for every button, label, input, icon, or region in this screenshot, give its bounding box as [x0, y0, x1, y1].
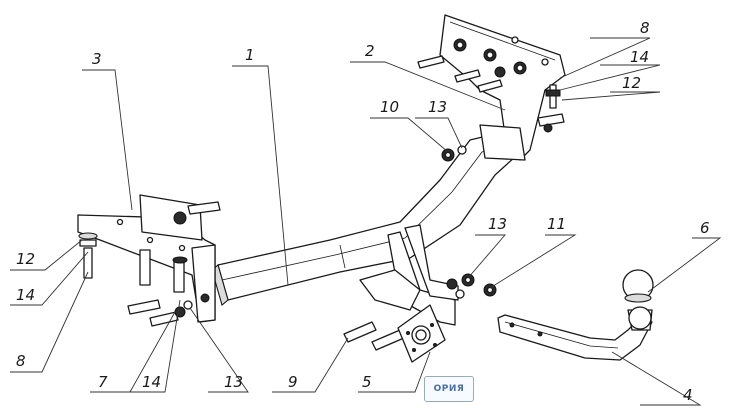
callout-14-right: 14 [630, 48, 649, 66]
nuts [441, 145, 497, 297]
bracket-part-3 [77, 194, 221, 323]
right-bolts [417, 55, 565, 133]
callout-6: 6 [700, 219, 710, 237]
leader-lines [10, 37, 722, 406]
callout-14-bottom: 14 [142, 373, 161, 391]
callout-13-bottom: 13 [224, 373, 243, 391]
callout-2: 2 [365, 42, 375, 60]
callout-1: 1 [245, 46, 255, 64]
callout-10: 10 [380, 98, 399, 116]
callout-14-left: 14 [16, 286, 35, 304]
socket-bracket [359, 224, 465, 326]
left-bolts [78, 232, 193, 327]
logo-stamp: ОРИЯ [424, 376, 474, 402]
bolts-part-9 [343, 321, 405, 351]
callout-7: 7 [98, 373, 108, 391]
callout-12-left: 12 [16, 250, 35, 268]
tow-ball-part-6 [622, 269, 654, 331]
callout-4: 4 [683, 386, 693, 404]
logo-text: ОРИЯ [433, 384, 465, 394]
callout-12-right: 12 [622, 74, 641, 92]
callout-labels: 1 2 3 4 5 6 7 8 8 9 10 11 12 12 13 13 13… [16, 19, 710, 404]
callout-13-middle: 13 [488, 215, 507, 233]
bracket-part-2 [439, 14, 566, 161]
callout-8-right: 8 [640, 19, 650, 37]
callout-11: 11 [547, 215, 566, 233]
callout-13-top: 13 [428, 98, 447, 116]
callout-3: 3 [92, 50, 102, 68]
socket-plate-part-5 [397, 304, 446, 363]
tow-arm-part-4 [497, 314, 653, 361]
callout-8-left: 8 [16, 352, 26, 370]
callout-5: 5 [362, 373, 372, 391]
callout-9: 9 [288, 373, 298, 391]
